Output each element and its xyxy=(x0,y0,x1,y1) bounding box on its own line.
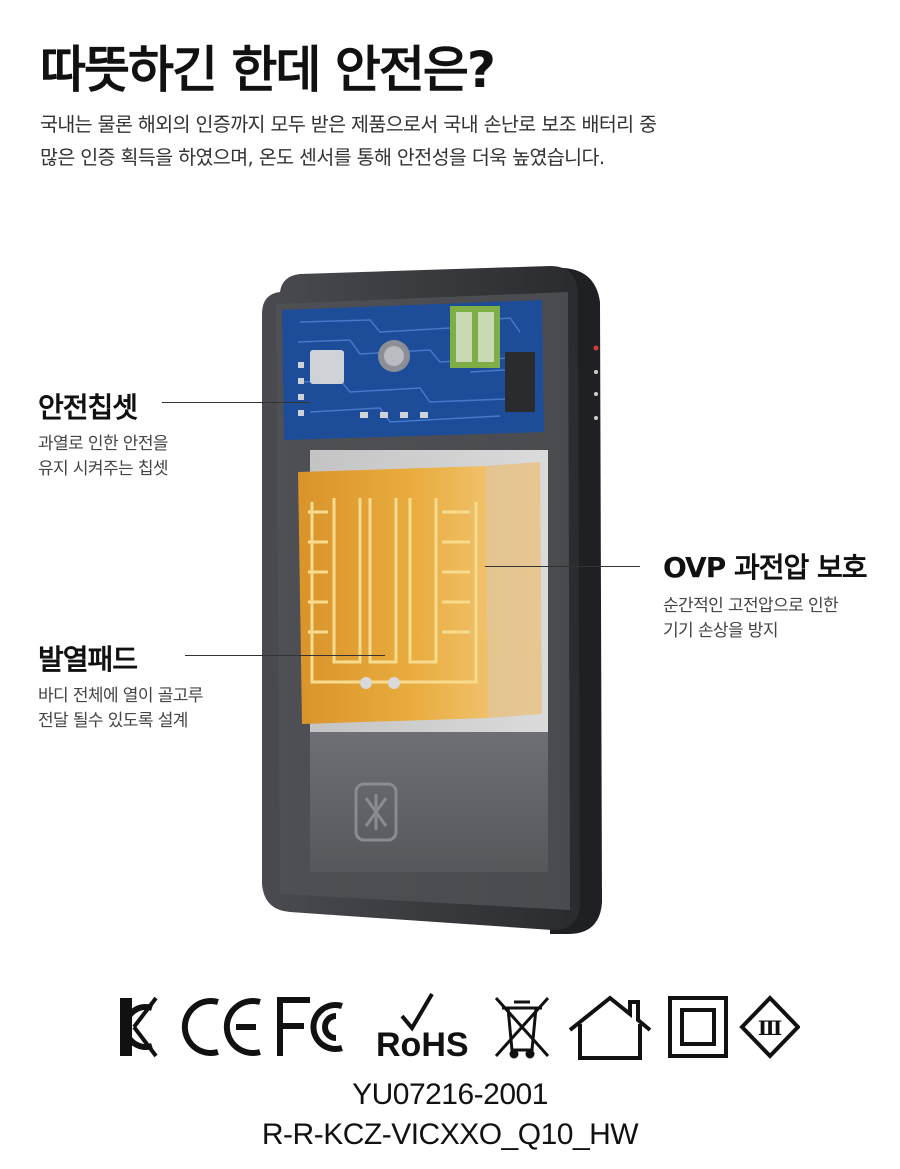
class-iii-icon: Ⅲ xyxy=(739,995,800,1059)
power-bank-illustration xyxy=(262,266,602,934)
callout-desc-line: 순간적인 고전압으로 인한 xyxy=(663,596,839,616)
leader-line-heat-pad xyxy=(185,655,385,656)
registration-number: R-R-KCZ-VICXXO_Q10_HW xyxy=(261,1118,639,1151)
rohs-mark-icon: RoHS xyxy=(376,992,469,1064)
indoor-use-icon xyxy=(568,995,652,1060)
leader-line-ovp xyxy=(485,566,640,567)
leader-line-safety-chip xyxy=(162,402,310,403)
callout-desc-line: 과열로 인한 안전을 xyxy=(38,434,169,454)
callout-desc-safety-chip: 과열로 인한 안전을 유지 시켜주는 칩셋 xyxy=(38,432,169,482)
kc-mark-icon xyxy=(120,996,158,1058)
weee-bin-icon xyxy=(494,996,550,1059)
double-insulation-icon xyxy=(668,996,728,1058)
callout-desc-line: 기기 손상을 방지 xyxy=(663,621,778,641)
page-title: 따뜻하긴 한데 안전은? xyxy=(40,41,496,99)
callout-title-safety-chip: 안전칩셋 xyxy=(38,391,138,424)
callout-desc-heat-pad: 바디 전체에 열이 골고루 전달 될수 있도록 설계 xyxy=(38,684,203,734)
callout-title-ovp: OVP 과전압 보호 xyxy=(663,551,868,584)
callout-desc-line: 유지 시켜주는 칩셋 xyxy=(38,459,169,479)
callout-desc-line: 전달 될수 있도록 설계 xyxy=(38,711,188,731)
certification-marks: RoHS Ⅲ xyxy=(120,992,800,1064)
ce-mark-icon xyxy=(181,998,261,1056)
svg-text:RoHS: RoHS xyxy=(376,1026,469,1064)
model-number: YU07216-2001 xyxy=(352,1078,548,1111)
intro-paragraph: 국내는 물론 해외의 인증까지 모두 받은 제품으로서 국내 손난로 보조 배터… xyxy=(40,108,657,174)
callout-desc-line: 바디 전체에 열이 골고루 xyxy=(38,686,203,706)
svg-text:Ⅲ: Ⅲ xyxy=(758,1016,782,1040)
fcc-mark-icon xyxy=(277,997,343,1056)
callout-desc-ovp: 순간적인 고전압으로 인한 기기 손상을 방지 xyxy=(663,594,839,644)
intro-line-2: 많은 인증 획득을 하였으며, 온도 센서를 통해 안전성을 더욱 높였습니다. xyxy=(40,146,605,169)
intro-line-1: 국내는 물론 해외의 인증까지 모두 받은 제품으로서 국내 손난로 보조 배터… xyxy=(40,113,657,136)
callout-title-heat-pad: 발열패드 xyxy=(38,643,138,676)
